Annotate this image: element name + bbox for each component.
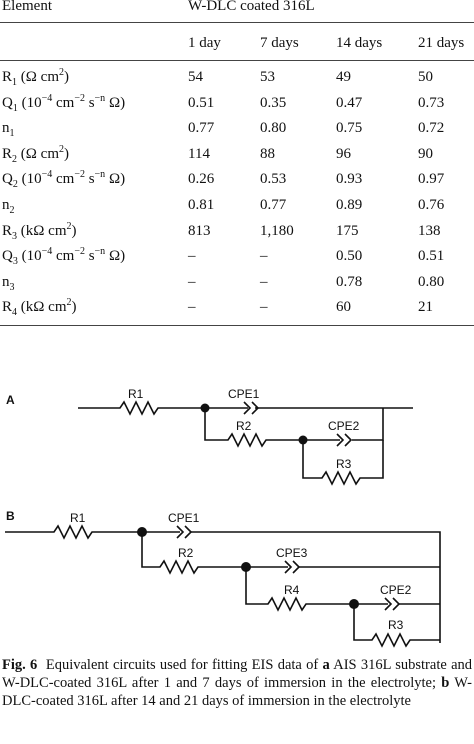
cpe2-symbol-a <box>336 433 345 447</box>
panel-label-a: A <box>6 393 15 407</box>
caption-a: a <box>322 657 330 673</box>
subheader-rule <box>0 60 474 61</box>
label-r1-a: R1 <box>128 387 144 401</box>
table-cell: – <box>188 248 196 265</box>
cpe1-symbol-a <box>243 401 252 415</box>
table-cell: 813 <box>188 222 211 239</box>
row-label: Q1 (10−4 cm−2 s−n Ω) <box>2 92 126 114</box>
label-r2-a: R2 <box>236 419 252 433</box>
table-cell: 0.26 <box>188 171 215 188</box>
table-cell: – <box>260 299 268 316</box>
table-cell: 0.77 <box>260 197 287 213</box>
table-cell: 90 <box>418 145 433 162</box>
label-r1-b: R1 <box>70 511 86 525</box>
label-cpe1-b: CPE1 <box>168 511 200 525</box>
table-cell: 0.89 <box>336 197 363 213</box>
col-day-1: 1 day <box>188 35 221 51</box>
row-label: n1 <box>2 120 15 140</box>
circuit-a: A R1 CPE1 R2 CPE2 R3 <box>0 380 474 490</box>
table-cell: 0.75 <box>336 120 363 137</box>
table-cell: 0.50 <box>336 248 363 265</box>
label-r3-a: R3 <box>336 457 352 471</box>
caption-text-3: W-DLC-coated 316L after 14 and 21 days o… <box>2 675 473 709</box>
label-cpe1-a: CPE1 <box>228 387 260 401</box>
table-cell: – <box>188 299 196 316</box>
col-day-14: 14 days <box>336 35 383 51</box>
circuit-a-main-line <box>78 400 413 416</box>
row-label: R1 (Ω cm2) <box>2 67 69 88</box>
table-cell: 0.80 <box>418 273 445 290</box>
caption-text-1: Equivalent circuits used for fitting EIS… <box>45 657 323 673</box>
table-cell: 0.51 <box>188 94 215 111</box>
table-cell: 0.51 <box>418 248 445 265</box>
row-label: R2 (Ω cm2) <box>2 143 69 165</box>
caption-b: b <box>441 675 450 691</box>
table-cell: 0.72 <box>418 120 445 137</box>
cpe1-symbol-b <box>176 525 185 539</box>
table-cell: – <box>260 273 268 290</box>
table-cell: 0.73 <box>418 94 445 111</box>
figure-caption: Fig. 6 Equivalent circuits used for fitt… <box>2 656 472 710</box>
table-cell: 21 <box>418 299 433 316</box>
table-cell: 53 <box>260 69 275 85</box>
table-cell: – <box>260 248 268 265</box>
header-element: Element <box>2 0 52 14</box>
caption-lead: Fig. 6 <box>2 657 38 673</box>
header-group: W-DLC coated 316L <box>188 0 315 14</box>
circuit-a-inner-loop <box>302 440 384 486</box>
row-label: n2 <box>2 197 15 216</box>
header-rule <box>0 22 474 23</box>
table-cell: 60 <box>336 299 351 316</box>
cpe3-symbol-b <box>284 560 293 574</box>
cpe2-symbol-b <box>384 597 393 611</box>
label-r3-b: R3 <box>388 618 404 632</box>
circuit-b: B R1 CPE1 R2 CPE3 R4 CPE2 R3 <box>0 500 474 650</box>
circuit-b-inner-loop <box>353 604 440 648</box>
table-cell: 49 <box>336 69 351 85</box>
caption-text-2: AIS 316L substrate and W-DLC-coated 316L… <box>2 657 472 691</box>
table-cell: 96 <box>336 145 351 162</box>
col-day-21: 21 days <box>418 35 465 51</box>
table-cell: 0.53 <box>260 171 287 188</box>
row-label: Q2 (10−4 cm−2 s−n Ω) <box>2 169 126 191</box>
table-cell: 0.35 <box>260 94 287 111</box>
table-cell: – <box>188 273 196 290</box>
row-label: n3 <box>2 273 15 293</box>
table-cell: 0.77 <box>188 120 215 137</box>
label-cpe2-b: CPE2 <box>380 583 412 597</box>
panel-label-b: B <box>6 509 15 523</box>
table-cell: 0.97 <box>418 171 445 188</box>
table-cell: 1,180 <box>260 222 294 239</box>
circuit-b-main-line <box>5 524 441 643</box>
parameter-table: Element W-DLC coated 316L 1 day 7 days 1… <box>0 0 474 328</box>
table-cell: 54 <box>188 69 203 85</box>
table-cell: 138 <box>418 222 441 239</box>
table-cell: 0.81 <box>188 197 215 213</box>
table-cell: 0.93 <box>336 171 363 188</box>
table-cell: 175 <box>336 222 359 239</box>
table-cell: 88 <box>260 145 275 162</box>
bottom-rule <box>0 325 474 326</box>
row-label: R3 (kΩ cm2) <box>2 220 77 242</box>
table-cell: 0.80 <box>260 120 287 137</box>
table-cell: 50 <box>418 69 433 85</box>
table-cell: 0.78 <box>336 273 363 290</box>
col-day-7: 7 days <box>260 35 299 51</box>
table-cell: 114 <box>188 145 210 162</box>
circuit-b-branch-2 <box>245 567 440 612</box>
label-cpe2-a: CPE2 <box>328 419 360 433</box>
row-label: R4 (kΩ cm2) <box>2 297 77 319</box>
label-cpe3-b: CPE3 <box>276 546 308 560</box>
circuit-b-branch-1 <box>141 532 440 575</box>
table-cell: 0.47 <box>336 94 363 111</box>
table-cell: 0.76 <box>418 197 445 213</box>
label-r4-b: R4 <box>284 583 300 597</box>
row-label: Q3 (10−4 cm−2 s−n Ω) <box>2 246 126 268</box>
label-r2-b: R2 <box>178 546 194 560</box>
